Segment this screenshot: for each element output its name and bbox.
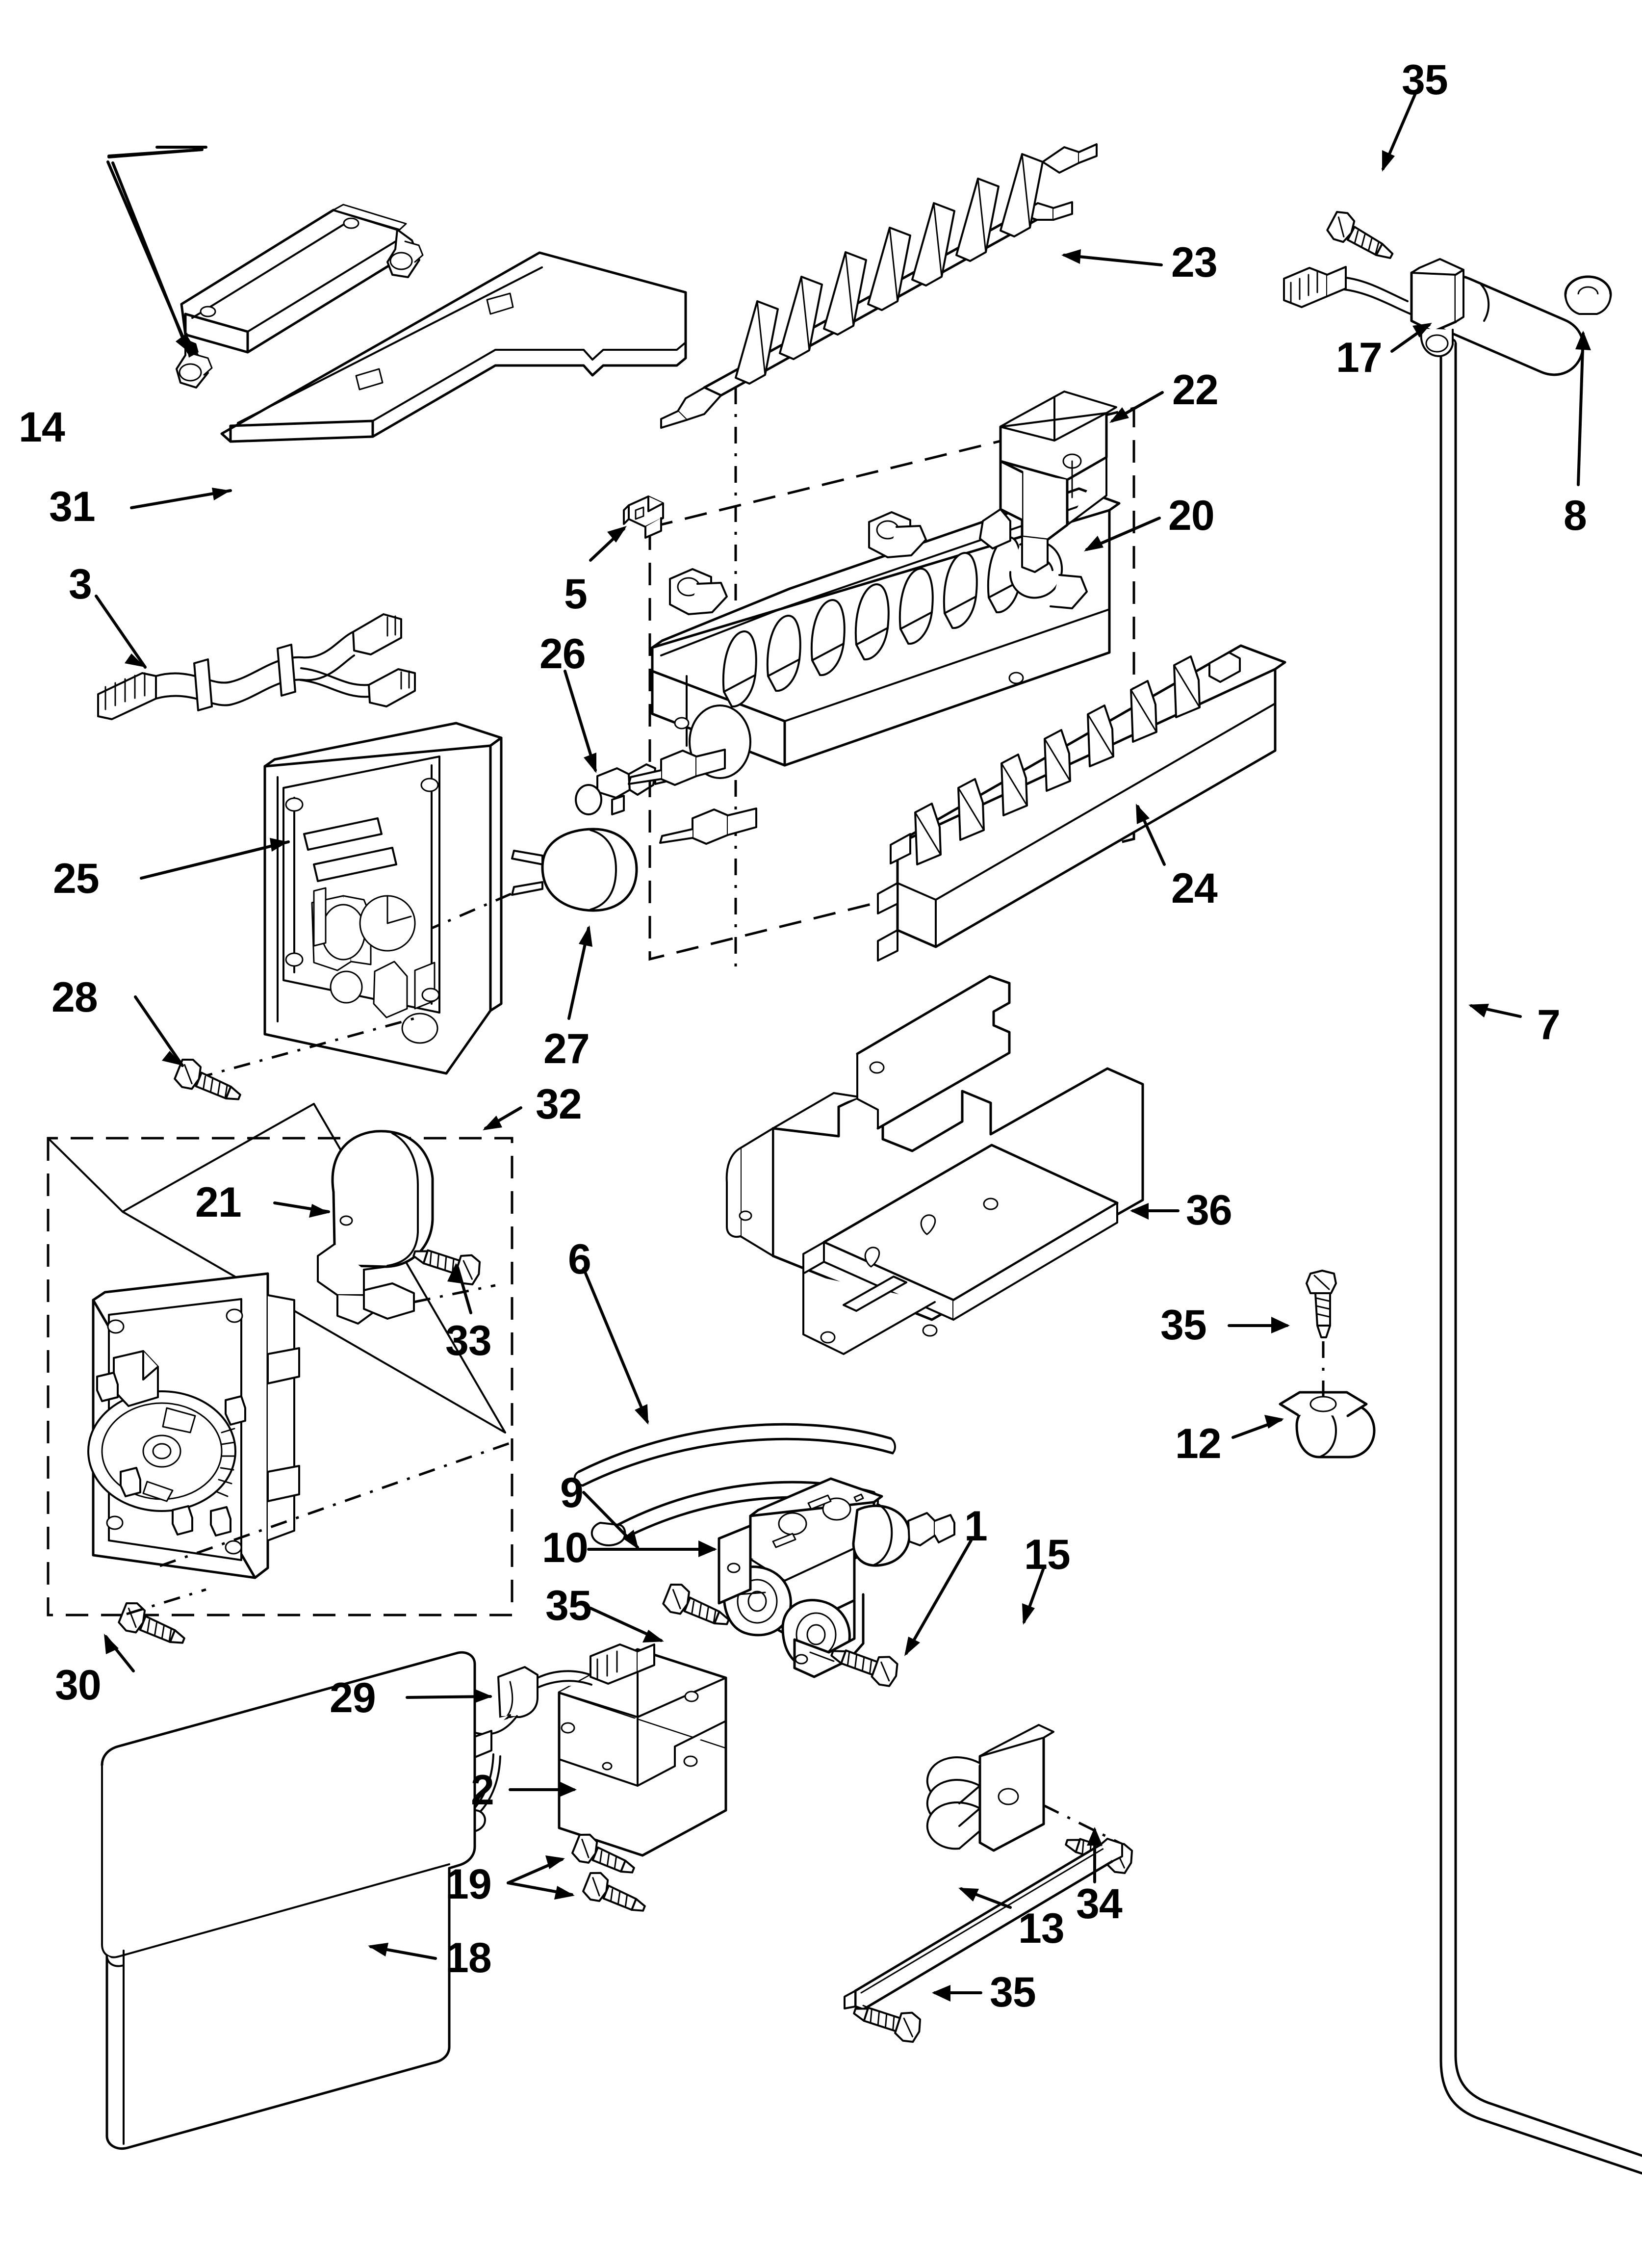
part-2-valve-bracket bbox=[558, 1648, 727, 1857]
callout-10: 10 bbox=[542, 1524, 589, 1571]
callout-15: 15 bbox=[1024, 1531, 1071, 1578]
callout-36: 36 bbox=[1186, 1187, 1232, 1234]
part-28-module-screw bbox=[174, 1016, 418, 1100]
part-32-motor-support-plate bbox=[87, 1272, 513, 1579]
callout-26: 26 bbox=[539, 630, 586, 678]
callout-18: 18 bbox=[445, 1934, 492, 1981]
part-14-cover-bracket bbox=[176, 204, 424, 389]
part-22-fill-cup bbox=[979, 391, 1117, 573]
callout-17: 17 bbox=[1336, 334, 1383, 381]
part-30-support-screw bbox=[118, 1588, 206, 1644]
part-8-grommet-washer bbox=[1564, 275, 1612, 315]
callout-8: 8 bbox=[1564, 492, 1587, 539]
part-35-valve-screw-left bbox=[662, 1584, 766, 1625]
callout-23: 23 bbox=[1171, 239, 1218, 286]
callout-30: 30 bbox=[55, 1662, 102, 1709]
part-23-ejector-blades bbox=[660, 143, 1098, 429]
callout-28: 28 bbox=[51, 974, 98, 1021]
callout-29: 29 bbox=[330, 1674, 376, 1721]
part-6-water-fill-tube bbox=[573, 1423, 896, 1487]
callout-7: 7 bbox=[1537, 1001, 1561, 1048]
callout-34: 34 bbox=[1076, 1880, 1123, 1928]
leader-lines bbox=[95, 90, 1591, 2002]
callout-32: 32 bbox=[536, 1081, 582, 1128]
callout-21: 21 bbox=[195, 1179, 242, 1226]
part-20-ice-mold bbox=[628, 487, 1121, 845]
part-31-icemaker-cover bbox=[220, 251, 687, 443]
part-18-ice-storage-bin bbox=[101, 1651, 476, 2150]
part-10-water-inlet-valve bbox=[718, 1477, 955, 1678]
callout-12: 12 bbox=[1175, 1420, 1222, 1467]
callout-2: 2 bbox=[471, 1767, 494, 1814]
callout-6: 6 bbox=[568, 1236, 591, 1283]
part-21-icemaker-motor bbox=[317, 1130, 496, 1325]
part-1-valve-screw-right bbox=[809, 1649, 898, 1687]
callout-3: 3 bbox=[69, 561, 92, 608]
part-13-fill-tube-heater bbox=[844, 1838, 1123, 2043]
callout-35-clamp: 35 bbox=[1160, 1302, 1207, 1349]
part-36-support-bracket bbox=[725, 975, 1144, 1355]
callout-35-top: 35 bbox=[1402, 56, 1448, 104]
callout-20: 20 bbox=[1168, 492, 1215, 539]
part-35-top-screw bbox=[1326, 211, 1394, 259]
part-15-ground-strap-clip bbox=[926, 1724, 1133, 1875]
callout-27: 27 bbox=[543, 1025, 590, 1072]
part-3-wire-harness bbox=[97, 613, 416, 720]
part-27-motor-coupler bbox=[431, 828, 638, 930]
part-12-tube-clamp bbox=[1279, 1270, 1376, 1459]
callout-35-valve: 35 bbox=[545, 1582, 592, 1629]
part-25-module-housing bbox=[263, 722, 503, 1075]
callout-5: 5 bbox=[564, 571, 588, 618]
callout-1: 1 bbox=[964, 1503, 988, 1550]
callout-35-heater: 35 bbox=[990, 1969, 1036, 2016]
callout-33: 33 bbox=[445, 1317, 492, 1364]
callout-24: 24 bbox=[1171, 865, 1218, 912]
callout-31: 31 bbox=[49, 483, 96, 530]
callout-25: 25 bbox=[53, 855, 100, 902]
part-5-retainer-clip bbox=[623, 495, 664, 539]
mold-pivot-tabs bbox=[669, 511, 927, 615]
part-7-water-supply-tube bbox=[1439, 337, 1642, 2175]
callout-13: 13 bbox=[1018, 1905, 1065, 1952]
callout-19: 19 bbox=[445, 1861, 492, 1908]
callout-9: 9 bbox=[560, 1469, 584, 1516]
group-box-mold bbox=[648, 406, 1135, 961]
callout-14: 14 bbox=[19, 404, 65, 451]
callout-22: 22 bbox=[1172, 366, 1219, 414]
part-19-bracket-screws bbox=[571, 1833, 646, 1912]
part-17-fill-tube-thermistor bbox=[1283, 258, 1585, 376]
part-24-ice-stripper bbox=[877, 644, 1286, 962]
